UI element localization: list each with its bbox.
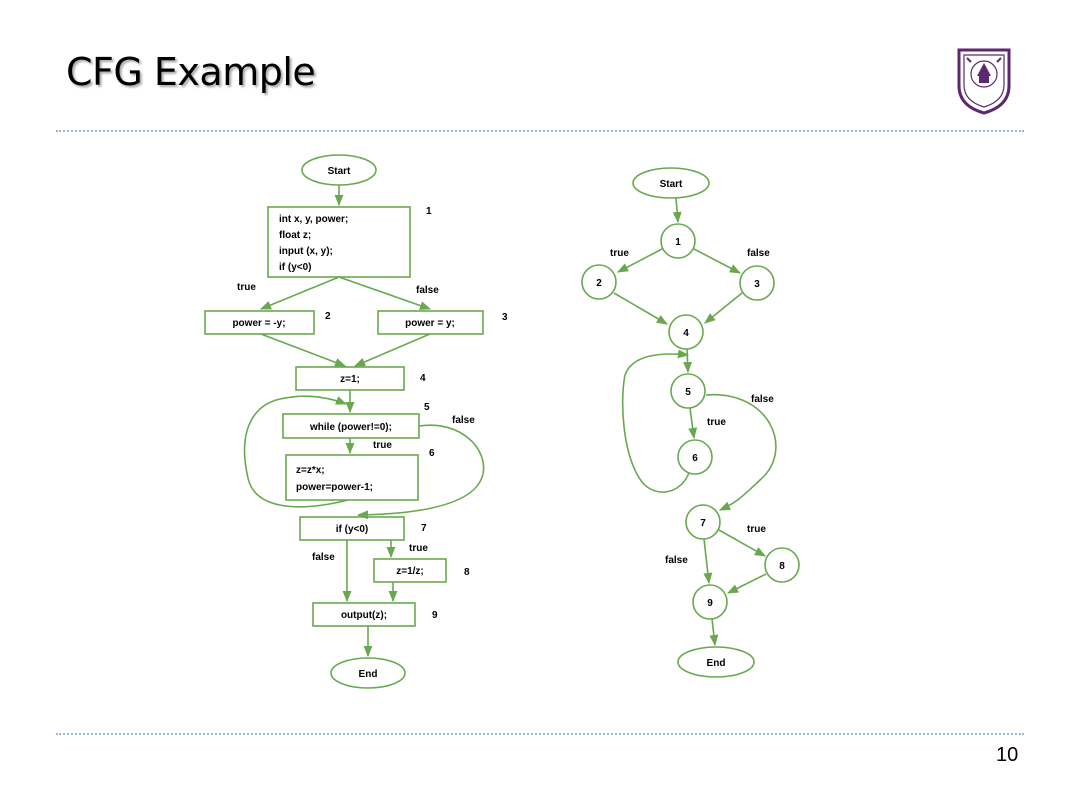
flow-block-2 xyxy=(204,310,315,335)
flow-block-5-number: 5 xyxy=(424,402,430,413)
flow-edge-6-loop-back xyxy=(243,395,349,508)
slide-title: CFG Example xyxy=(66,50,316,94)
cfg-label-7-true: true xyxy=(747,524,766,535)
flow-label-5-false: false xyxy=(452,415,475,426)
flow-block-3-number: 3 xyxy=(502,312,508,323)
flow-block-3 xyxy=(377,310,484,335)
cfg-edge-1-3 xyxy=(693,248,741,274)
flow-block-8-number: 8 xyxy=(464,567,470,578)
flow-block-6-number: 6 xyxy=(429,448,435,459)
cfg-edge-9-end xyxy=(709,618,719,647)
flow-block-5-text: while (power!=0); xyxy=(309,422,392,433)
cfg-node-9 xyxy=(692,584,728,620)
flow-block-7 xyxy=(299,516,405,541)
flow-block-1-line-2: float z; xyxy=(279,230,311,241)
flow-edge-1-3 xyxy=(338,276,432,310)
flow-label-1-true: true xyxy=(237,282,256,293)
flow-block-6 xyxy=(285,454,419,501)
cfg-node-7 xyxy=(685,504,721,540)
title-divider xyxy=(56,130,1024,132)
cfg-node-4 xyxy=(668,314,704,350)
cfg-edge-5-6 xyxy=(688,407,698,440)
cfg-edge-start-1 xyxy=(672,197,682,224)
flow-block-4-number: 4 xyxy=(420,373,426,384)
flow-label-5-true: true xyxy=(373,440,392,451)
cfg-node-8 xyxy=(764,547,800,583)
cfg-edge-4-5 xyxy=(683,348,693,374)
flow-edge-1-2 xyxy=(259,276,340,310)
cfg-label-5-false: false xyxy=(751,394,774,405)
flow-block-1-line-3: input (x, y); xyxy=(279,246,333,257)
cfg-edge-6-loop-back xyxy=(621,349,690,493)
cfg-node-6 xyxy=(677,439,713,475)
flow-start-label: Start xyxy=(328,166,351,177)
flow-block-9-text: output(z); xyxy=(341,610,387,621)
flow-block-3-text: power = y; xyxy=(405,318,455,329)
cfg-label-5-true: true xyxy=(707,417,726,428)
flow-edge-2-4 xyxy=(260,333,347,367)
cfg-edge-1-2 xyxy=(617,248,663,273)
flow-block-1-number: 1 xyxy=(426,206,432,217)
cfg-node-7-label: 7 xyxy=(700,518,706,529)
cfg-label-7-false: false xyxy=(665,555,688,566)
cfg-edge-3-4 xyxy=(704,292,743,324)
cfg-edge-8-9 xyxy=(726,573,767,594)
cfg-node-5-label: 5 xyxy=(685,387,691,398)
flow-end-label: End xyxy=(359,669,378,680)
cfg-edge-7-8 xyxy=(718,529,766,557)
university-crest-logo xyxy=(957,48,1011,115)
cfg-node-3-label: 3 xyxy=(754,279,760,290)
cfg-edge-5-7-false xyxy=(705,394,777,511)
cfg-node-8-label: 8 xyxy=(779,561,785,572)
footer-divider xyxy=(56,733,1024,735)
cfg-node-1-label: 1 xyxy=(675,237,681,248)
cfg-label-1-false: false xyxy=(747,248,770,259)
flow-block-7-text: if (y<0) xyxy=(336,524,369,535)
cfg-edge-7-9 xyxy=(703,538,713,585)
flow-block-1-line-4: if (y<0) xyxy=(279,262,312,273)
flow-end-node xyxy=(330,657,406,689)
flow-label-1-false: false xyxy=(416,285,439,296)
cfg-end-node xyxy=(677,646,755,678)
flow-edge-3-4 xyxy=(353,333,431,367)
cfg-label-1-true: true xyxy=(610,248,629,259)
page-number: 10 xyxy=(996,744,1019,766)
cfg-node-6-label: 6 xyxy=(692,453,698,464)
flow-block-8 xyxy=(373,558,447,583)
cfg-node-9-label: 9 xyxy=(707,598,713,609)
cfg-node-5 xyxy=(670,373,706,409)
flow-block-2-text: power = -y; xyxy=(232,318,285,329)
flow-block-9-number: 9 xyxy=(432,610,438,621)
flow-block-6-line-2: power=power-1; xyxy=(296,482,373,493)
flow-block-7-number: 7 xyxy=(421,523,427,534)
flow-block-4-text: z=1; xyxy=(340,374,360,385)
flow-block-2-number: 2 xyxy=(325,311,331,322)
cfg-node-4-label: 4 xyxy=(683,328,689,339)
cfg-node-1 xyxy=(660,223,696,259)
flow-block-9 xyxy=(312,602,416,627)
flow-block-8-text: z=1/z; xyxy=(396,566,424,577)
flow-edge-5-7-false xyxy=(356,424,485,520)
cfg-node-2-label: 2 xyxy=(596,278,602,289)
flow-block-1-line-1: int x, y, power; xyxy=(279,214,348,225)
cfg-node-2 xyxy=(581,264,617,300)
cfg-node-3 xyxy=(739,265,775,301)
flow-label-7-true: true xyxy=(409,543,428,554)
flow-block-6-line-1: z=z*x; xyxy=(296,465,325,476)
cfg-start-label: Start xyxy=(660,179,683,190)
cfg-end-label: End xyxy=(707,658,726,669)
flow-label-7-false: false xyxy=(312,552,335,563)
cfg-edge-2-4 xyxy=(613,292,668,325)
cfg-start-node xyxy=(632,167,710,199)
